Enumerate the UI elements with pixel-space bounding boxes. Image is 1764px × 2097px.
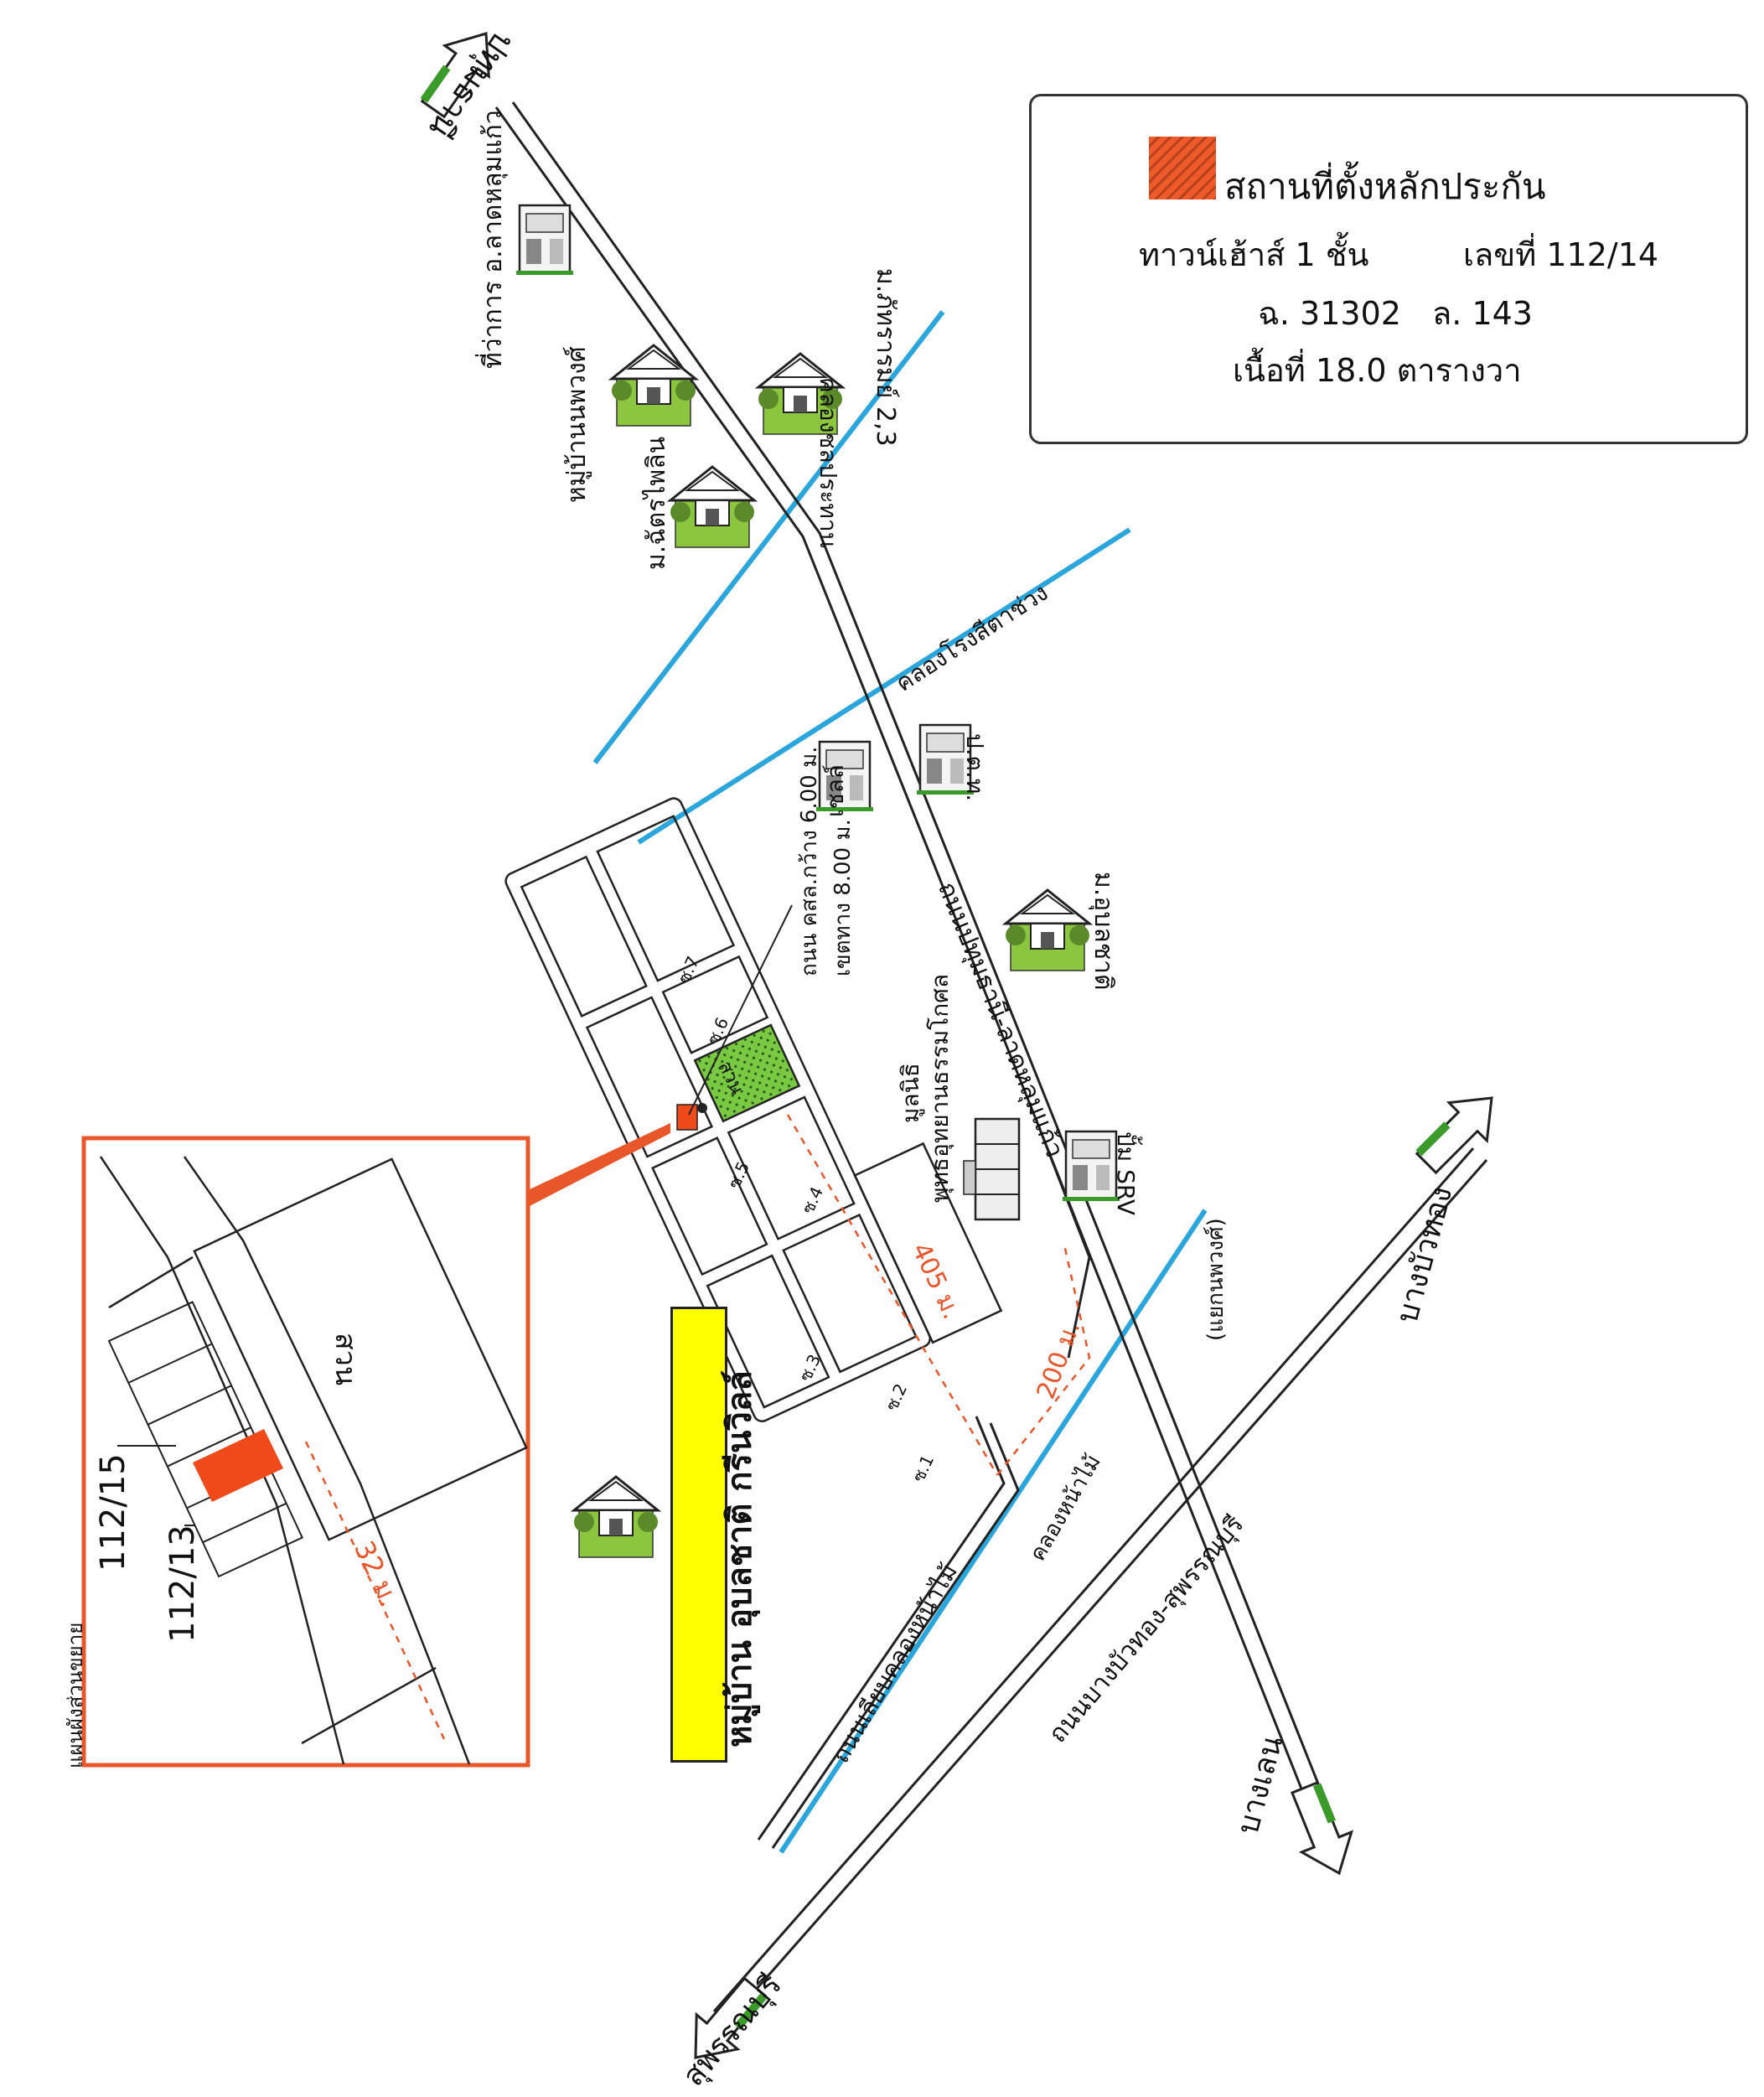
- district-office-icon: [515, 204, 575, 277]
- arrow-south: [1291, 1781, 1354, 1876]
- foundation-2-label: พุทธอุทยานธรรมโกศล: [926, 973, 954, 1203]
- property-swatch: [1149, 137, 1216, 199]
- land-number: ล. 143: [1432, 295, 1533, 332]
- inset-label-112-13: 112/13: [163, 1525, 202, 1643]
- village-4-label: ม.อุบลชาติ: [1089, 872, 1118, 991]
- estate-house-icon: [572, 1475, 660, 1559]
- arrow-southwest: [694, 1976, 768, 2059]
- canal-rongsi: [637, 527, 1131, 845]
- estate-road-reserve-label: เขตทาง 8.00 ม.: [830, 819, 856, 976]
- arrow-north: [420, 32, 490, 119]
- village-icon: [610, 344, 697, 427]
- village-3-label: ม.ภัทรารมย์ 2,3: [871, 268, 900, 447]
- temple-icon: [963, 1117, 1021, 1221]
- leader-line: [688, 904, 793, 1116]
- property-marker[interactable]: [676, 1104, 698, 1131]
- junction-label: (แยกนพวงศ์): [1203, 1218, 1229, 1341]
- cross-road[interactable]: [712, 1147, 1488, 2019]
- legend-box: สถานที่ตั้งหลักประกัน ทาวน์เฮ้าส์ 1 ชั้น…: [1029, 94, 1748, 444]
- village-icon: [1004, 888, 1091, 972]
- distance-lines: [786, 1114, 1091, 1476]
- village-icon: [669, 465, 756, 549]
- srv-label: ปั้ม SRV: [1112, 1131, 1140, 1215]
- property-type: ทาวน์เฮ้าส์ 1 ชั้น: [1139, 236, 1369, 273]
- village-1-label: หมู่บ้านนพวงศ์: [562, 346, 592, 503]
- canals: [592, 310, 1208, 1854]
- land-area: เนื้อที่ 18.0 ตารางวา: [1233, 352, 1522, 389]
- district-office-label: ที่ว่าการ อ.ลาดหลุมแก้ว: [479, 110, 508, 369]
- canal-namai: [779, 1209, 1208, 1854]
- ptt-label: ป.ต.ท.: [961, 733, 989, 802]
- inset-map: [81, 1123, 670, 1768]
- village-2-label: ม.ฉัตรไพลิน: [642, 436, 671, 570]
- inset-garden-label: สวน: [328, 1333, 362, 1386]
- estate-name: หมู่บ้าน อุบลชาติ กรีนวิลล์: [721, 1370, 759, 1748]
- canal-road[interactable]: [757, 1122, 1091, 1849]
- estate-road-width-label: ถนน คสล.กว้าง 6.00 ม.: [797, 746, 822, 976]
- canal-chonlaprathan: [592, 310, 945, 764]
- inset-caption: แผนผังส่วนขยาย: [64, 1622, 87, 1768]
- arrow-east: [1415, 1096, 1493, 1175]
- legend-title: สถานที่ตั้งหลักประกัน: [1224, 166, 1546, 207]
- estate-sign: [670, 1307, 727, 1763]
- canal-1-label: คลองชลประทาน: [815, 377, 842, 548]
- deed-number: ฉ. 31302: [1258, 295, 1401, 332]
- inset-label-112-15: 112/15: [94, 1453, 132, 1571]
- house-number: เลขที่ 112/14: [1463, 236, 1659, 273]
